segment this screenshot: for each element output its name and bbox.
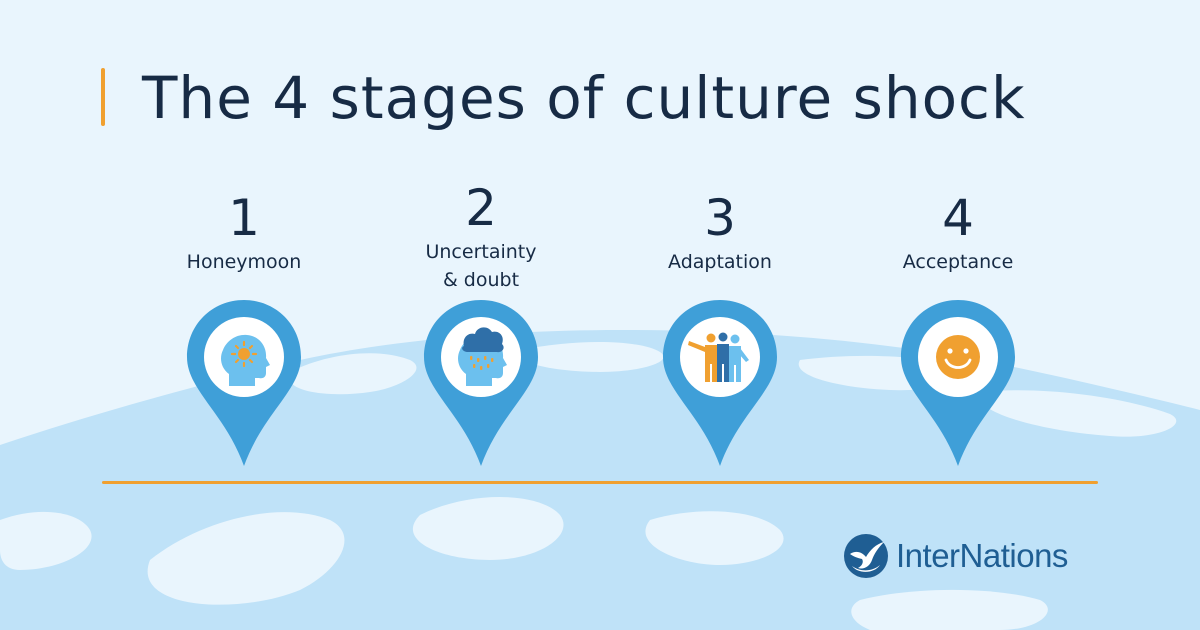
- map-water-shape: [412, 496, 564, 560]
- map-water-shape: [0, 511, 92, 570]
- stage-pin: [663, 300, 777, 466]
- map-water-shape: [147, 512, 345, 605]
- stage-pin: [901, 300, 1015, 466]
- title-accent-bar: [101, 68, 105, 126]
- group-of-people-icon: [688, 332, 749, 382]
- map-water-shape: [645, 511, 784, 565]
- stage-number: 3: [704, 189, 736, 247]
- stage-label: Adaptation: [668, 251, 772, 273]
- timeline-line: [102, 481, 1098, 484]
- stage-number: 4: [942, 189, 974, 247]
- map-water-shape: [288, 353, 417, 395]
- stage-pin: [187, 300, 301, 466]
- map-water-shape: [851, 589, 1048, 630]
- brand-name: InterNations: [896, 537, 1068, 574]
- stage-label: Honeymoon: [186, 251, 302, 273]
- stage-number: 2: [465, 179, 497, 237]
- page-title: The 4 stages of culture shock: [142, 64, 1026, 132]
- stage-pin: [424, 300, 538, 466]
- stork-logo-icon: [844, 534, 888, 578]
- smiley-face-icon: [936, 335, 980, 379]
- map-water-shape: [979, 390, 1177, 437]
- stage-label: Uncertainty & doubt: [425, 241, 537, 291]
- stage-number: 1: [228, 189, 260, 247]
- head-with-sun-icon: [221, 334, 270, 386]
- head-with-rain-cloud-icon: [458, 327, 507, 386]
- map-water-shape: [518, 341, 664, 372]
- stage-label: Acceptance: [902, 251, 1014, 273]
- brand-logo: InterNations: [842, 528, 1098, 584]
